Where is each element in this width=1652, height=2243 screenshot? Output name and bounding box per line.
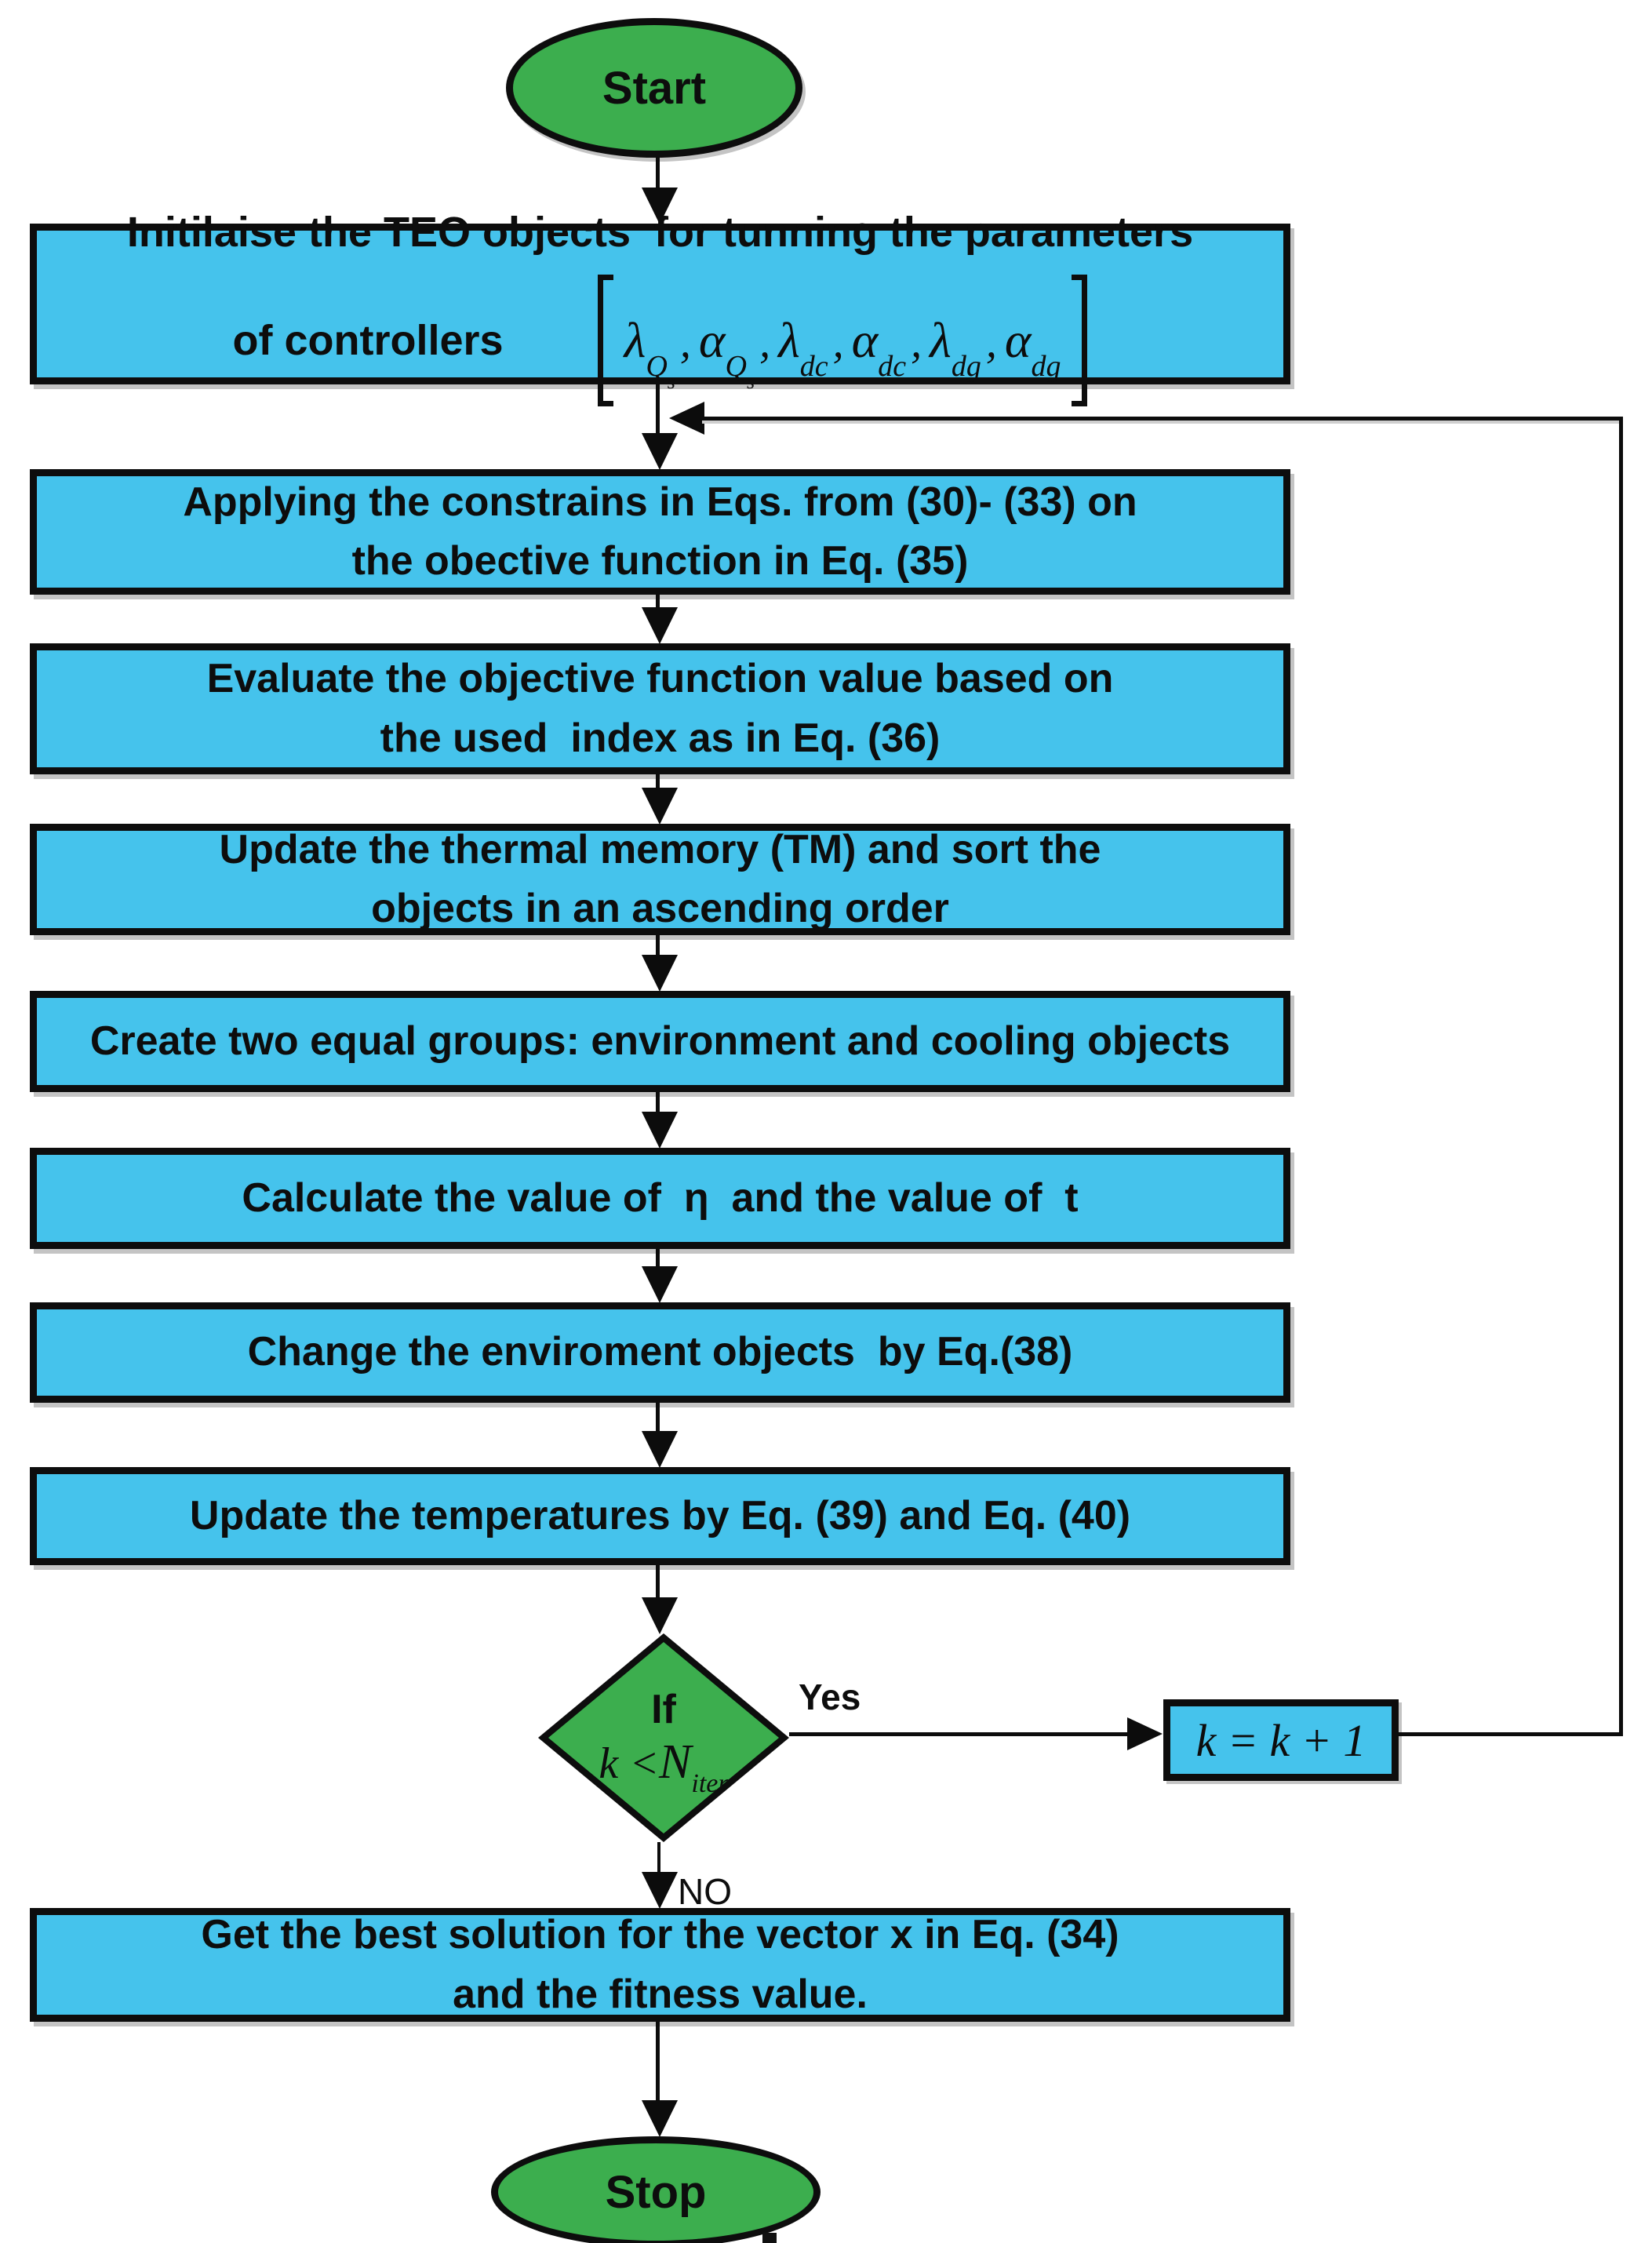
arrowhead-evaluate — [642, 607, 678, 644]
decision-condition-var: N — [659, 1735, 692, 1789]
initialise-line1: Initilaise the TEO objects for tunning t… — [126, 209, 1194, 257]
thermal-line2: objects in an ascending order — [371, 886, 949, 931]
artifact-mark — [762, 2233, 777, 2243]
decision-condition-sub: iter — [691, 1768, 729, 1798]
edge-temperatures-decision — [656, 1565, 660, 1603]
edge-init-constraints — [656, 384, 660, 436]
evaluate-line2: the used index as in Eq. (36) — [380, 715, 941, 761]
right-bracket — [1072, 274, 1088, 406]
decision-if-label: If — [651, 1686, 676, 1732]
arrowhead-best — [642, 1872, 678, 1909]
start-terminal: Start — [506, 18, 802, 158]
edge-change-temperatures — [656, 1403, 660, 1436]
arrowhead-temperatures — [642, 1431, 678, 1468]
arrowhead-change — [642, 1266, 678, 1303]
start-label: Start — [602, 62, 707, 114]
process-thermal-memory: Update the thermal memory (TM) and sort … — [30, 824, 1290, 935]
arrowhead-thermal — [642, 788, 678, 825]
edge-constraints-evaluate — [656, 595, 660, 612]
arrowhead-decision — [642, 1597, 678, 1634]
decision-condition-lhs: k < — [599, 1739, 660, 1788]
process-create-groups: Create two equal groups: environment and… — [30, 991, 1290, 1092]
best-line1: Get the best solution for the vector x i… — [201, 1912, 1119, 1958]
process-best-solution: Get the best solution for the vector x i… — [30, 1908, 1290, 2022]
change-line1: Change the enviroment objects by Eq.(38) — [247, 1329, 1073, 1375]
feedback-line-right — [1619, 417, 1623, 1735]
stop-terminal: Stop — [491, 2136, 821, 2243]
evaluate-line1: Evaluate the objective function value ba… — [206, 656, 1114, 702]
edge-best-stop — [656, 2022, 660, 2103]
constraints-line2: the obective function in Eq. (35) — [351, 538, 969, 584]
increment-label: k = k + 1 — [1195, 1714, 1366, 1766]
edge-thermal-groups — [656, 935, 660, 960]
thermal-line1: Update the thermal memory (TM) and sort … — [219, 826, 1101, 872]
arrowhead-groups — [642, 955, 678, 992]
edge-evaluate-thermal — [656, 774, 660, 792]
decision-diamond-fill: If k <Niter — [548, 1642, 779, 1833]
arrowhead-constraints — [642, 433, 678, 470]
initialise-prefix: of controllers — [232, 316, 504, 364]
edge-start-init — [656, 156, 660, 194]
arrowhead-feedback — [669, 402, 704, 435]
process-constraints: Applying the constrains in Eqs. from (30… — [30, 469, 1290, 595]
no-label: NO — [678, 1871, 732, 1912]
best-line2: and the fitness value. — [453, 1971, 868, 2017]
process-change-environment: Change the enviroment objects by Eq.(38) — [30, 1302, 1290, 1403]
groups-line1: Create two equal groups: environment and… — [89, 1018, 1231, 1064]
arrowhead-calculate — [642, 1112, 678, 1149]
decision-diamond: If k <Niter — [538, 1633, 789, 1842]
process-evaluate: Evaluate the objective function value ba… — [30, 643, 1290, 774]
process-update-temperatures: Update the temperatures by Eq. (39) and … — [30, 1467, 1290, 1565]
decision-condition: k <Niter — [599, 1735, 728, 1798]
edge-calculate-change — [656, 1249, 660, 1271]
process-initialise: Initilaise the TEO objects for tunning t… — [30, 209, 1290, 406]
process-calculate: Calculate the value of η and the value o… — [30, 1148, 1290, 1249]
calculate-line1: Calculate the value of η and the value o… — [242, 1174, 1079, 1221]
arrowhead-stop — [642, 2100, 678, 2137]
temperatures-line1: Update the temperatures by Eq. (39) and … — [189, 1492, 1131, 1538]
edge-no — [657, 1842, 660, 1878]
left-bracket — [597, 274, 613, 406]
feedback-line-top — [702, 417, 1622, 421]
edge-increment-feedback — [1399, 1732, 1623, 1736]
yes-label: Yes — [799, 1677, 861, 1717]
constraints-line1: Applying the constrains in Eqs. from (30… — [183, 479, 1137, 525]
edge-yes — [789, 1732, 1132, 1736]
edge-groups-calculate — [656, 1092, 660, 1117]
arrowhead-init — [642, 188, 678, 224]
arrowhead-increment — [1127, 1717, 1163, 1750]
process-increment-k: k = k + 1 — [1163, 1699, 1399, 1781]
stop-label: Stop — [605, 2166, 707, 2218]
